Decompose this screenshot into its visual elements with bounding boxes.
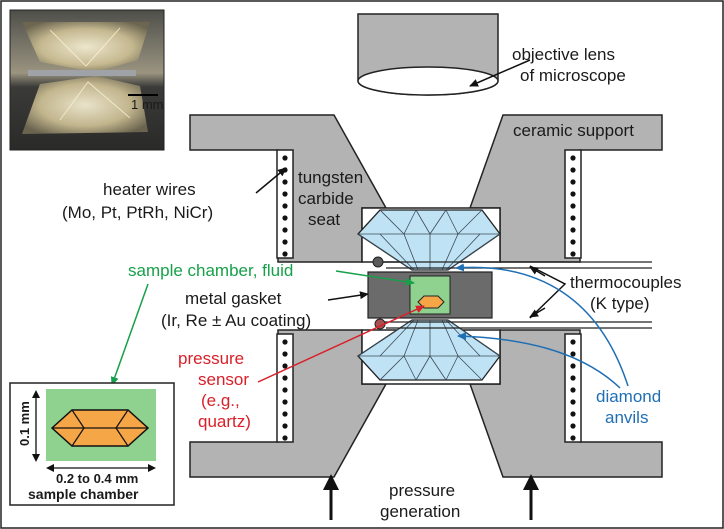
heater-wires-lower-left <box>276 333 294 443</box>
seat-label-line1: tungsten <box>298 168 363 187</box>
sample-chamber-arrow <box>335 270 415 286</box>
sensor-label-line1: pressure <box>178 349 244 368</box>
inset-width-label: 0.2 to 0.4 mm <box>56 471 138 486</box>
heater-wires-upper-left <box>276 149 294 259</box>
pressure-label-line2: generation <box>380 502 460 521</box>
gasket-label-line1: metal gasket <box>185 289 282 308</box>
objective-arrow <box>469 59 531 87</box>
inset-title: sample chamber <box>28 486 139 502</box>
heater-wires-lower-right <box>564 333 582 443</box>
sample-chamber-fluid-label: sample chamber, fluid <box>128 261 293 280</box>
diamond-label-line2: anvils <box>605 408 648 427</box>
upper-diamond-anvil <box>357 209 501 271</box>
objective-label-line1: objective lens <box>512 45 615 64</box>
sensor-label-line4: quartz) <box>198 412 251 431</box>
inset-pointer-arrow <box>110 283 149 386</box>
thermocouple-label-line2: (K type) <box>590 294 650 313</box>
thermocouple-label-line1: thermocouples <box>570 273 682 292</box>
heater-label-line1: heater wires <box>103 180 196 199</box>
heater-wires-upper-right <box>564 149 582 259</box>
heater-arrow <box>255 167 287 194</box>
thermocouple-bracket <box>529 265 567 319</box>
sensor-arrow <box>257 305 425 383</box>
pressure-arrow-left <box>323 474 339 520</box>
gasket-label-line2: (Ir, Re ± Au coating) <box>161 311 311 330</box>
diamond-arrow-lower <box>457 332 621 389</box>
anvil-photo: 1 mm <box>9 9 165 151</box>
gasket-arrow <box>327 291 369 301</box>
sample-chamber-inset: 0.1 mm 0.2 to 0.4 mm sample chamber <box>9 382 175 506</box>
seat-label-line2: carbide <box>298 189 354 208</box>
pressure-label-line1: pressure <box>389 481 455 500</box>
seat-label-line3: seat <box>308 210 340 229</box>
photo-scale-label: 1 mm <box>131 97 164 112</box>
heater-label-line2: (Mo, Pt, PtRh, NiCr) <box>62 203 213 222</box>
inset-height-label: 0.1 mm <box>17 401 32 446</box>
thermocouples <box>372 256 652 330</box>
diamond-label-line1: diamond <box>596 387 661 406</box>
sensor-label-line2: sensor <box>198 370 249 389</box>
ceramic-support-label: ceramic support <box>513 121 634 140</box>
sensor-label-line3: (e.g., <box>201 391 240 410</box>
objective-lens <box>357 13 499 96</box>
objective-label-line2: of microscope <box>520 66 626 85</box>
thermocouple-arrow-bottom <box>529 307 546 318</box>
pressure-arrow-right <box>523 474 539 520</box>
thermocouple-arrow-top <box>529 266 546 277</box>
diamond-arrow-upper <box>455 263 629 387</box>
